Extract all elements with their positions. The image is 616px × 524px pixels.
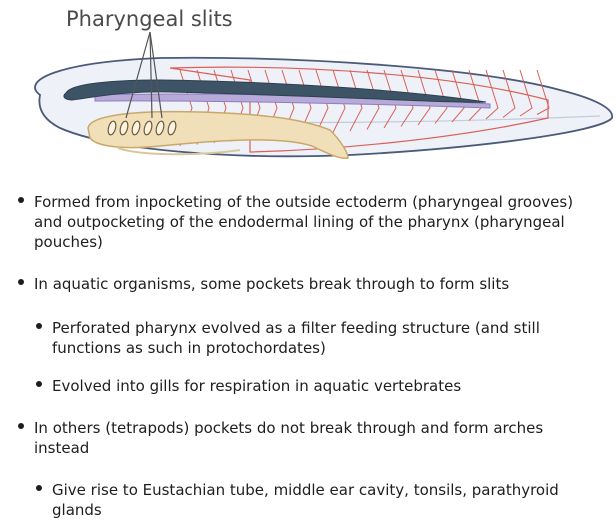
bullet-dot (36, 381, 42, 387)
myomere-line (434, 69, 448, 124)
bullet-dot (18, 197, 24, 203)
gut-tail (117, 147, 241, 156)
bullet-item-4: Evolved into gills for respiration in aq… (36, 376, 600, 396)
pharyngeal-slit (143, 120, 153, 136)
bullet-item-2: In aquatic organisms, some pockets break… (18, 274, 594, 294)
myomere-line (383, 69, 397, 129)
myomere-line (315, 69, 329, 135)
bullet-item-6: Give rise to Eustachian tube, middle ear… (36, 480, 600, 520)
bullet-item-3: Perforated pharynx evolved as a filter f… (36, 318, 600, 358)
bullet-text: In others (tetrapods) pockets do not bre… (34, 419, 544, 457)
pharynx (87, 110, 349, 160)
leader-line-3 (149, 31, 153, 119)
notochord (94, 93, 491, 109)
pharyngeal-slit (167, 120, 177, 136)
lancelet-illustration (34, 31, 613, 160)
myomere-line (366, 69, 380, 130)
bullet-dot (36, 485, 42, 491)
myomere-line (332, 69, 346, 133)
pharyngeal-slits (107, 120, 177, 136)
bullet-text: Evolved into gills for respiration in aq… (52, 377, 462, 395)
pharyngeal-slit (107, 120, 117, 136)
pharyngeal-slit (131, 120, 141, 136)
bullet-text: Perforated pharynx evolved as a filter f… (52, 319, 540, 357)
bullet-dot (36, 323, 42, 329)
bullet-item-5: In others (tetrapods) pockets do not bre… (18, 418, 600, 458)
pharyngeal-slit (155, 120, 165, 136)
diagram-title: Pharyngeal slits (66, 7, 233, 31)
bullet-text: Formed from inpocketing of the outside e… (34, 193, 574, 251)
myomere-line (485, 69, 499, 120)
myomere-line (519, 69, 533, 117)
myomere-line (451, 69, 465, 123)
myomere-line (417, 69, 431, 126)
myomere-line (349, 69, 363, 132)
myomere-line (536, 69, 550, 115)
bullet-item-1: Formed from inpocketing of the outside e… (18, 192, 594, 252)
bullet-text: In aquatic organisms, some pockets break… (34, 275, 510, 293)
leader-line-1 (125, 31, 151, 119)
chordate-diagram: Pharyngeal slits (0, 0, 616, 175)
pharyngeal-slit (119, 120, 129, 136)
bullet-text: Give rise to Eustachian tube, middle ear… (52, 481, 559, 519)
bullet-dot (18, 279, 24, 285)
leader-line-2 (149, 31, 163, 119)
bullet-dot (18, 423, 24, 429)
myomere-line (502, 69, 516, 118)
myomere-line (400, 69, 414, 127)
dorsal-nerve-cord (63, 79, 487, 103)
